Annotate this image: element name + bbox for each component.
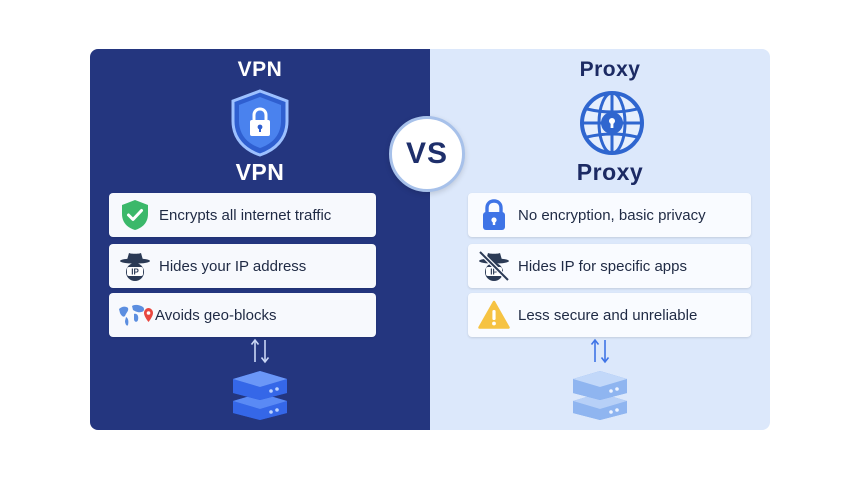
vpn-title-top: VPN xyxy=(237,58,283,81)
vpn-title-bottom: VPN xyxy=(235,159,285,185)
padlock-icon xyxy=(476,199,512,231)
proxy-feature-security: Less secure and unreliable xyxy=(468,293,751,337)
up-down-arrows-icon xyxy=(250,338,270,364)
world-map-pin-icon xyxy=(117,299,153,331)
svg-text:IP: IP xyxy=(131,268,139,277)
proxy-title-top: Proxy xyxy=(579,58,641,81)
proxy-feature-encryption: No encryption, basic privacy xyxy=(468,193,751,237)
vpn-feature-text: Avoids geo-blocks xyxy=(155,306,277,324)
globe-lock-icon xyxy=(580,91,644,155)
vs-label: VS xyxy=(405,137,449,170)
vs-badge: VS xyxy=(389,116,465,192)
vpn-feature-encrypt: Encrypts all internet traffic xyxy=(109,193,376,237)
incognito-ip-crossed-icon: IP xyxy=(476,250,512,282)
proxy-feature-hide-ip: IP Hides IP for specific apps xyxy=(468,244,751,288)
server-icon xyxy=(233,371,287,420)
comparison-card: VPN VPN Encrypts all internet traffic xyxy=(90,49,770,430)
up-down-arrows-icon xyxy=(590,338,610,364)
warning-icon xyxy=(476,299,512,331)
check-shield-icon xyxy=(117,199,153,231)
vpn-feature-text: Hides your IP address xyxy=(159,257,307,275)
vpn-feature-text: Encrypts all internet traffic xyxy=(159,206,332,224)
vpn-feature-geo: Avoids geo-blocks xyxy=(109,293,376,337)
incognito-ip-icon: IP xyxy=(117,250,153,282)
proxy-feature-text: Less secure and unreliable xyxy=(518,306,698,324)
shield-lock-icon xyxy=(231,89,289,157)
server-icon xyxy=(573,371,627,420)
vpn-panel: VPN VPN Encrypts all internet traffic xyxy=(90,49,430,430)
vpn-feature-hide-ip: IP Hides your IP address xyxy=(109,244,376,288)
proxy-feature-text: No encryption, basic privacy xyxy=(518,206,706,224)
proxy-panel: Proxy Proxy No encryption, basic xyxy=(430,49,770,430)
proxy-feature-text: Hides IP for specific apps xyxy=(518,257,687,275)
svg-text:IP: IP xyxy=(490,268,498,277)
proxy-title-bottom: Proxy xyxy=(576,159,644,185)
